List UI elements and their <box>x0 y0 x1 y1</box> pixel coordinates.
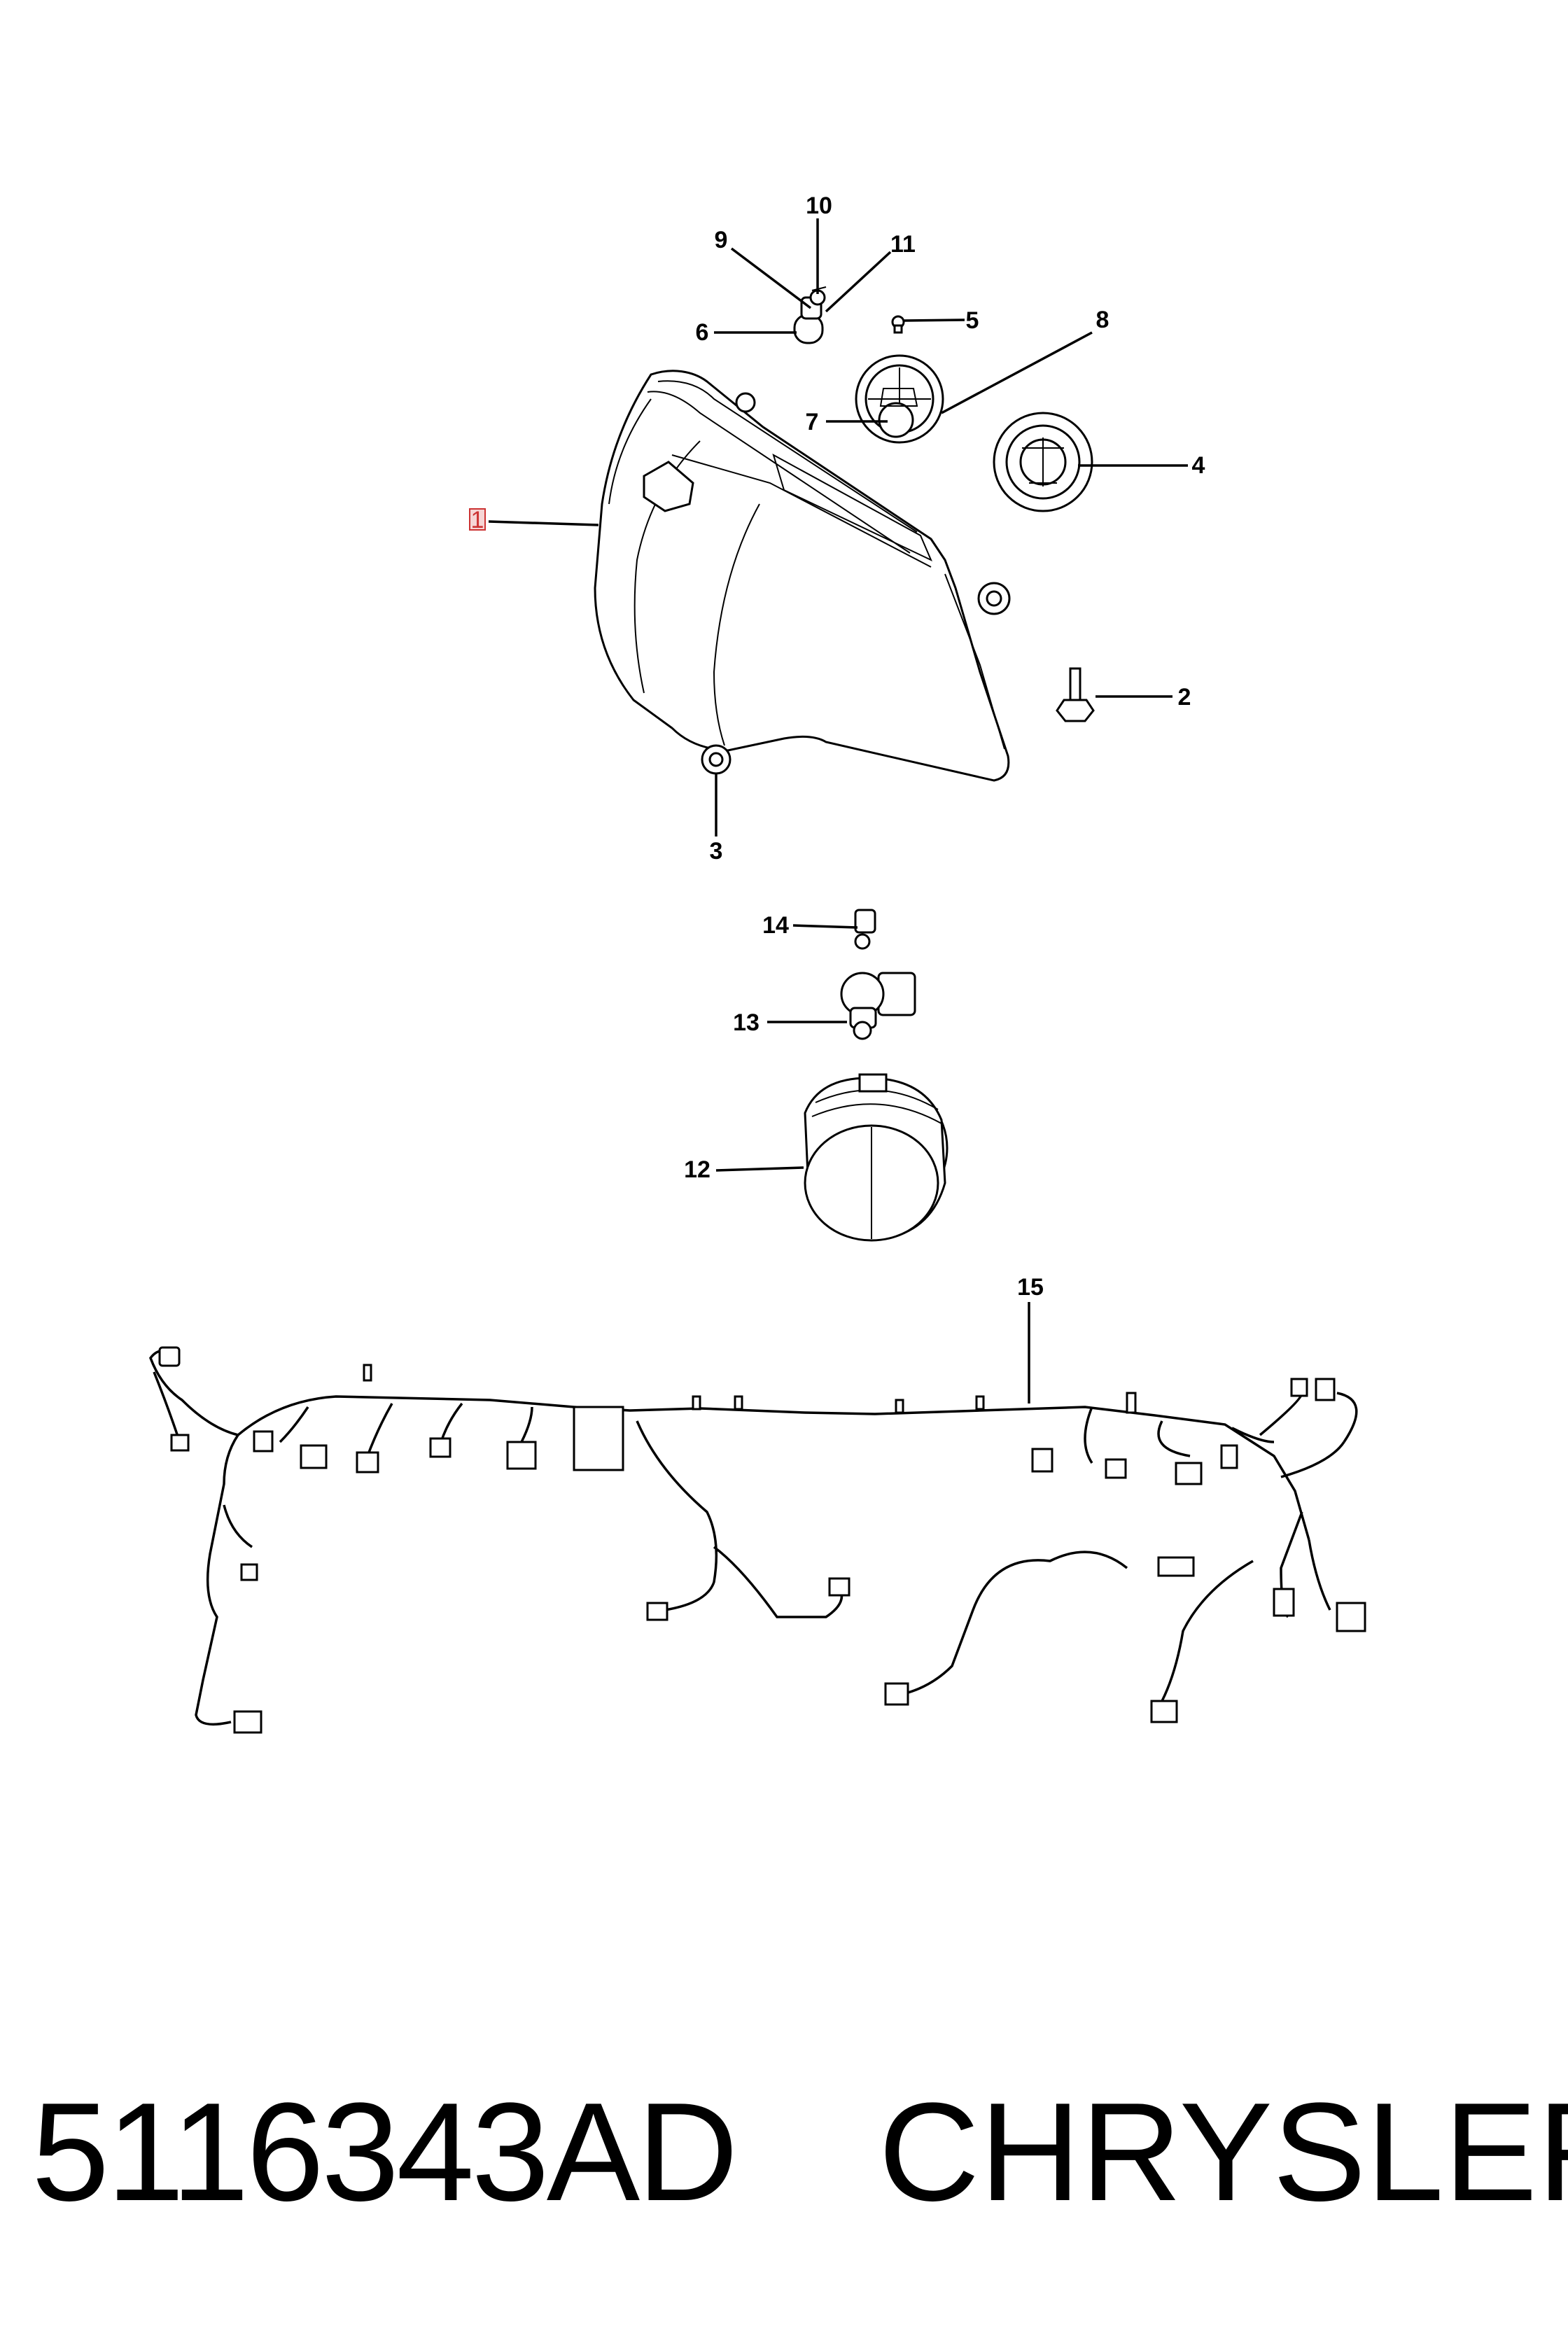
callout-14[interactable]: 14 <box>762 912 789 939</box>
callout-7[interactable]: 7 <box>806 409 819 435</box>
callout-5[interactable]: 5 <box>966 307 979 334</box>
callout-15[interactable]: 15 <box>1017 1274 1044 1301</box>
turn-lamp-socket <box>855 354 944 444</box>
callout-1[interactable]: 1 <box>471 507 484 533</box>
callout-9[interactable]: 9 <box>715 227 728 253</box>
leader-lines <box>488 218 1188 1404</box>
side-marker-bulb <box>891 315 905 334</box>
callout-4[interactable]: 4 <box>1192 452 1205 479</box>
callout-10[interactable]: 10 <box>806 192 832 219</box>
mounting-screw <box>1056 667 1095 722</box>
wiring-harness <box>149 1346 1366 1734</box>
callout-11[interactable]: 11 <box>890 231 916 258</box>
callout-2[interactable]: 2 <box>1178 684 1191 710</box>
callouts: 1 2 3 4 5 6 7 8 9 10 11 12 13 14 15 <box>469 192 1205 1301</box>
fog-lamp-bulb <box>840 972 916 1040</box>
fog-lamp <box>804 1073 948 1242</box>
fog-lamp-socket <box>854 909 876 950</box>
manufacturer-name: CHRYSLER <box>878 2074 1568 2230</box>
callout-8[interactable]: 8 <box>1096 307 1110 333</box>
callout-6[interactable]: 6 <box>696 319 709 346</box>
part-number: 5116343AD <box>31 2074 738 2230</box>
headlamp-assembly <box>594 370 1011 782</box>
park-lamp-bulb <box>793 286 827 344</box>
footer-caption: 5116343AD CHRYSLER <box>0 2072 1568 2240</box>
callout-12[interactable]: 12 <box>684 1156 710 1183</box>
callout-13[interactable]: 13 <box>733 1009 760 1036</box>
callout-3[interactable]: 3 <box>710 838 723 864</box>
callout-1-highlight <box>469 508 486 531</box>
seal-cover <box>993 412 1093 512</box>
